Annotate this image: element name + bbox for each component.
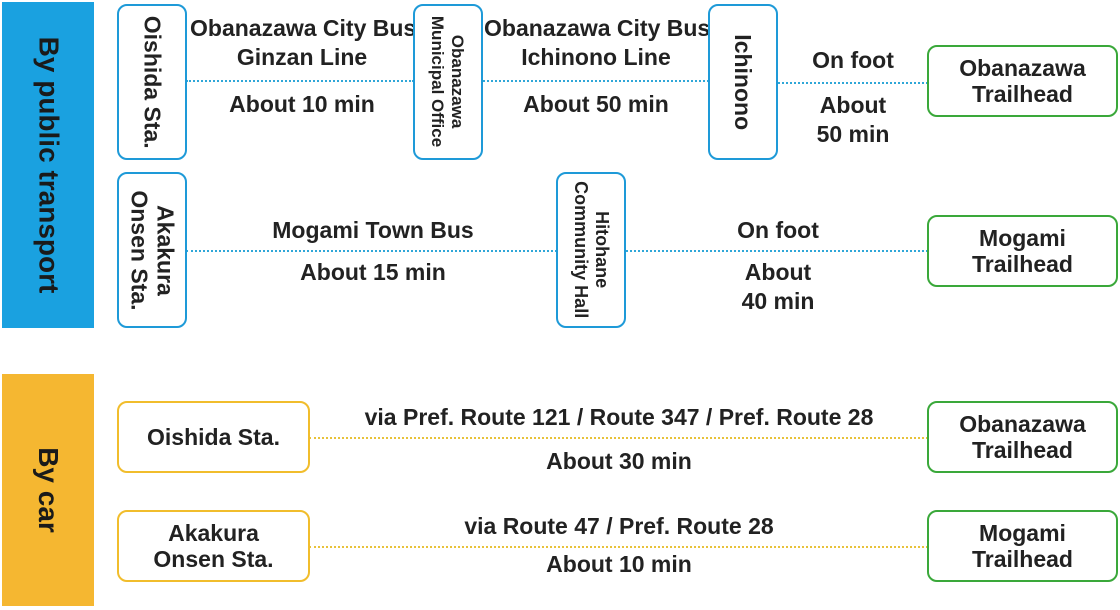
stop-label-line: Hitohane — [591, 211, 612, 289]
trailhead-label-line: Trailhead — [972, 81, 1073, 107]
station-box-oishida-car: Oishida Sta. — [117, 401, 310, 473]
route-line — [778, 82, 928, 84]
route-label: via Pref. Route 121 / Route 347 / Pref. … — [364, 404, 874, 430]
station-label-line: Onsen Sta. — [126, 189, 152, 311]
stop-label-line: Obanazawa — [448, 35, 468, 129]
station-box-oishida: Oishida Sta. — [117, 4, 187, 160]
stop-label-line: Community Hall — [571, 181, 592, 319]
duration-label-line: 50 min — [816, 120, 890, 147]
trailhead-label-line: Obanazawa — [959, 410, 1086, 437]
route-line — [186, 250, 557, 252]
trailhead-label-line: Mogami — [979, 519, 1066, 546]
duration-label: About 50 min — [780, 91, 926, 149]
stop-box-hitohane: Hitohane Community Hall — [556, 172, 626, 328]
route-label-line: Ichinono Line — [521, 43, 671, 70]
station-box-akakura-car: Akakura Onsen Sta. — [117, 510, 310, 582]
duration-label: About 10 min — [546, 551, 692, 577]
station-label-line: Akakura — [152, 204, 179, 296]
duration-label: About 15 min — [300, 259, 446, 285]
walk-mode-label: On foot — [812, 47, 894, 73]
duration-label: About 10 min — [229, 91, 375, 117]
route-line — [186, 80, 414, 82]
station-label-line: Akakura — [168, 519, 259, 546]
trailhead-label-line: Trailhead — [972, 437, 1073, 463]
duration-label: About 40 min — [630, 258, 926, 316]
duration-label-line: 40 min — [741, 287, 815, 314]
route-label-line: Obanazawa City Bus — [190, 15, 417, 41]
route-line — [309, 437, 928, 439]
route-label: Mogami Town Bus — [272, 217, 474, 243]
duration-label-line: About — [744, 259, 812, 285]
walk-mode-label: On foot — [737, 217, 819, 243]
car-section-label: By car — [2, 374, 94, 606]
trailhead-box-mogami-car: Mogami Trailhead — [927, 510, 1118, 582]
route-line — [309, 546, 928, 548]
duration-label: About 50 min — [523, 91, 669, 117]
trailhead-box-mogami: Mogami Trailhead — [927, 215, 1118, 287]
trailhead-box-obanazawa: Obanazawa Trailhead — [927, 45, 1118, 117]
stop-label-line: Municipal Office — [429, 16, 449, 148]
route-label: via Route 47 / Pref. Route 28 — [464, 513, 774, 539]
stop-box-municipal-office: Obanazawa Municipal Office — [413, 4, 483, 160]
station-label-line: Onsen Sta. — [153, 546, 274, 572]
public-transport-section-label: By public transport — [2, 2, 94, 328]
trailhead-label-line: Trailhead — [972, 546, 1073, 572]
route-label-line: Ginzan Line — [236, 43, 368, 70]
route-label: Obanazawa City Bus Ginzan Line — [190, 14, 417, 72]
route-line — [483, 80, 709, 82]
trailhead-label-line: Trailhead — [972, 251, 1073, 277]
trailhead-box-obanazawa-car: Obanazawa Trailhead — [927, 401, 1118, 473]
duration-label-line: About — [819, 92, 887, 118]
route-label-line: Obanazawa City Bus — [484, 15, 711, 41]
route-label: Obanazawa City Bus Ichinono Line — [484, 14, 711, 72]
trailhead-label-line: Obanazawa — [959, 54, 1086, 81]
station-box-akakura: Akakura Onsen Sta. — [117, 172, 187, 328]
route-line — [626, 250, 928, 252]
duration-label: About 30 min — [546, 448, 692, 474]
stop-box-ichinono: Ichinono — [708, 4, 778, 160]
trailhead-label-line: Mogami — [979, 224, 1066, 251]
